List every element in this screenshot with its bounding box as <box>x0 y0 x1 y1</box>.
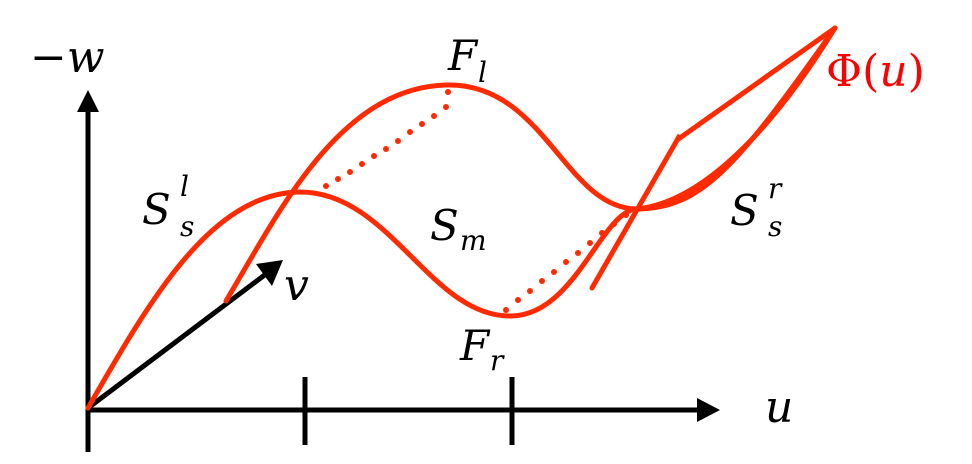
f-right-sub: r <box>490 344 505 377</box>
dotted-connectors <box>323 89 629 313</box>
region-s-left-label: S <box>142 185 171 234</box>
region-s-left-sup: l <box>180 170 189 203</box>
vector-v <box>86 260 283 410</box>
curve-phi-branch <box>589 25 838 291</box>
region-s-left-sub: s <box>180 210 194 243</box>
dotted-connector-right <box>503 212 629 313</box>
x-axis-label: u <box>765 382 793 433</box>
curves <box>85 25 838 411</box>
f-right-label: F <box>459 321 491 370</box>
region-s-right-sup: r <box>768 172 783 205</box>
region-s-right-sub: s <box>768 210 782 243</box>
vector-v-shaft <box>86 272 268 410</box>
axes <box>77 90 720 452</box>
curve-upper <box>223 25 838 304</box>
labels: −w u v S l s S m S r s F l F r Φ(u) <box>30 31 925 433</box>
f-left-label: F <box>447 31 479 80</box>
region-s-middle-label: S <box>430 201 459 250</box>
phi-label: Φ(u) <box>826 46 925 97</box>
y-axis-label: −w <box>30 32 105 83</box>
curve-lower <box>85 25 838 411</box>
region-s-middle-sub: m <box>460 224 487 257</box>
dotted-connector-left <box>323 89 451 189</box>
f-left-sub: l <box>478 56 487 89</box>
vector-v-arrow-icon <box>256 260 283 286</box>
x-axis-arrow-icon <box>697 398 720 422</box>
y-axis-arrow-icon <box>77 90 99 112</box>
vector-label: v <box>284 260 309 311</box>
region-s-right-label: S <box>730 186 759 235</box>
